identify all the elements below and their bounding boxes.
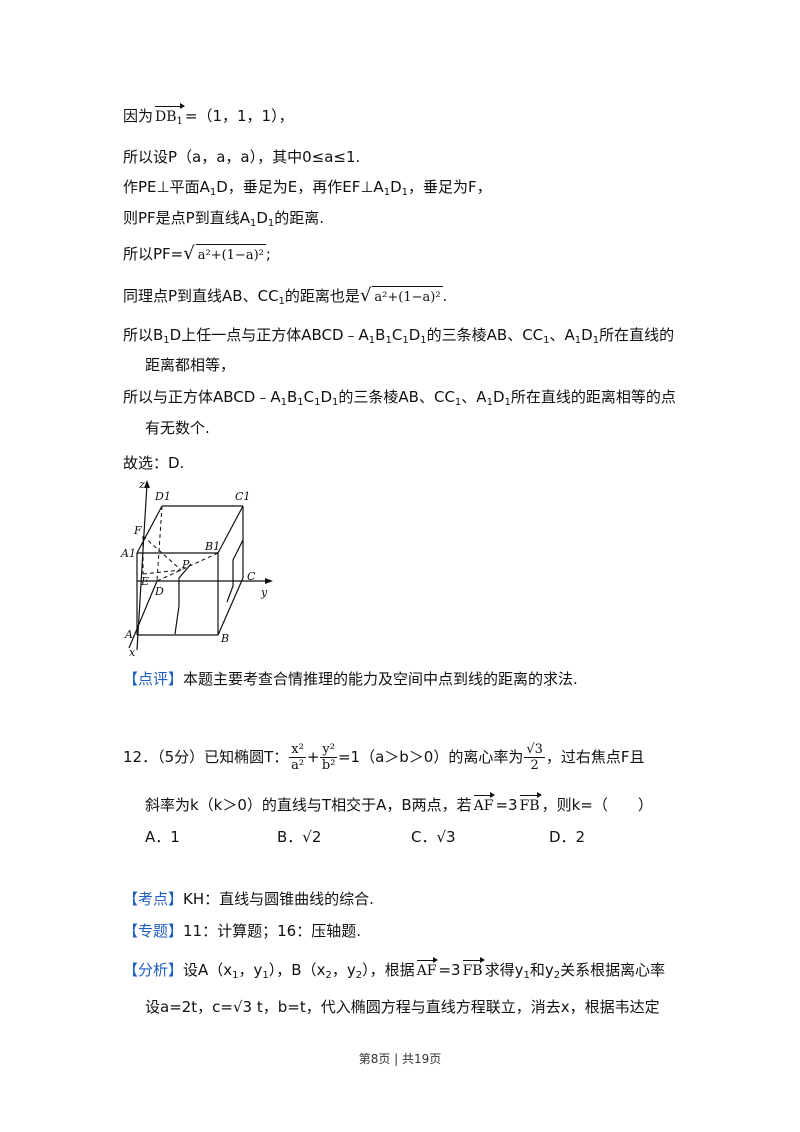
fenxi-line2: 设a=2t，c=√3 t，b=t，代入椭圆方程与直线方程联立，消去x，根据韦达定 xyxy=(145,998,660,1016)
option-c[interactable]: C．√3 xyxy=(411,828,456,846)
hidden-d1-d xyxy=(156,505,163,582)
label-d1: D1 xyxy=(154,490,171,503)
review-line: 【点评】本题主要考查合情推理的能力及空间中点到线的距离的求法. xyxy=(123,670,578,688)
label-c1: C1 xyxy=(235,490,250,503)
fenxi-tag: 【分析】 xyxy=(123,961,184,979)
line-b1d-points: 所以B1D上任一点与正方体ABCD﹣A1B1C1D1的三条棱AB、CC1、A1D… xyxy=(123,326,675,346)
line-pf-distance: 则PF是点P到直线A1D1的距离. xyxy=(123,209,325,229)
label-z: z xyxy=(138,478,145,491)
zhuanti-tag: 【专题】 xyxy=(123,922,184,940)
label-a1: A1 xyxy=(120,547,136,560)
vector-fb: FB xyxy=(519,792,542,817)
label-x: x xyxy=(129,646,136,658)
page-footer: 第8页 | 共19页 xyxy=(358,1052,442,1066)
vector-fb-2: FB xyxy=(462,957,485,982)
kaodian-line: 【考点】KH：直线与圆锥曲线的综合. xyxy=(123,890,374,908)
line-same-distance: 同理点P到直线AB、CC1的距离也是√a²+(1−a)². xyxy=(123,285,448,307)
sqrt-sign: √ xyxy=(183,243,195,264)
curve-front xyxy=(174,563,192,635)
sqrt-sign: √ xyxy=(359,285,372,306)
label-y: y xyxy=(260,586,268,599)
z-arrow xyxy=(144,480,150,488)
label-p: P xyxy=(181,558,190,571)
line-set-p: 所以设P（a，a，a），其中0≤a≤1. xyxy=(123,148,361,166)
y-arrow xyxy=(265,578,273,584)
edge-d1-a1 xyxy=(136,505,163,554)
edge-c1-b1 xyxy=(217,505,244,554)
line-equal-distance: 距离都相等， xyxy=(145,356,236,374)
label-d: D xyxy=(154,585,164,598)
cube-figure: z D1 C1 F A1 B1 P E C D y A B x xyxy=(120,478,273,658)
vector-af: AF xyxy=(473,792,496,817)
curve-right xyxy=(226,539,244,603)
option-b[interactable]: B．√2 xyxy=(277,828,322,846)
edge-c-b xyxy=(217,577,244,636)
option-d[interactable]: D．2 xyxy=(549,828,586,846)
label-e: E xyxy=(140,575,149,588)
kaodian-tag: 【考点】 xyxy=(123,890,184,908)
label-b: B xyxy=(220,632,229,645)
zhuanti-line: 【专题】11：计算题；16：压轴题. xyxy=(123,922,361,940)
line-pf-formula: 所以PF=√a²+(1−a)²; xyxy=(123,243,271,267)
label-c: C xyxy=(247,570,256,583)
hidden-f-p xyxy=(142,535,182,571)
line-infinite: 有无数个. xyxy=(145,419,210,437)
z-axis xyxy=(136,483,148,651)
hidden-e-p xyxy=(142,569,182,575)
option-a[interactable]: A．1 xyxy=(145,828,180,846)
label-b1: B1 xyxy=(204,540,220,553)
label-f: F xyxy=(133,524,142,537)
vector-af-2: AF xyxy=(416,957,439,982)
line-answer: 故选：D. xyxy=(123,454,185,472)
vector-db1: DB1 xyxy=(155,103,185,128)
line-perpendicular: 作PE⊥平面A1D，垂足为E，再作EF⊥A1D1，垂足为F， xyxy=(123,178,492,198)
x-axis xyxy=(128,580,158,649)
review-tag: 【点评】 xyxy=(123,670,184,688)
label-a: A xyxy=(124,628,133,641)
line-conclusion: 所以与正方体ABCD﹣A1B1C1D1的三条棱AB、CC1、A1D1所在直线的距… xyxy=(123,388,676,408)
